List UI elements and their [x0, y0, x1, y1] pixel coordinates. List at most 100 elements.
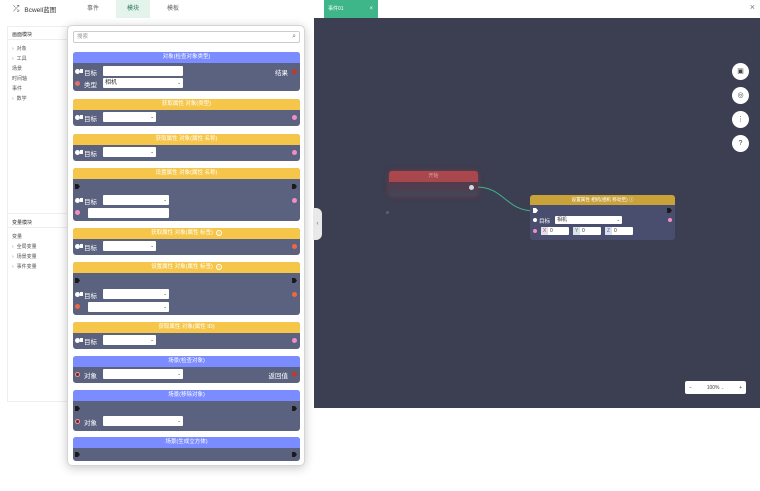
- search-icon[interactable]: ⌕: [292, 33, 296, 40]
- output-pin[interactable]: [292, 115, 297, 120]
- output-pin[interactable]: [292, 244, 297, 249]
- sidebar-item-scene-vars[interactable]: ›场景变量: [12, 254, 37, 260]
- help-icon[interactable]: ?: [215, 263, 222, 270]
- exec-in-pin[interactable]: [75, 184, 80, 189]
- node-card-get-tag[interactable]: 获取属性 对象(属性 标签)? 目标 ⌄: [73, 228, 300, 255]
- node-card-set-tag[interactable]: 设置属性 对象(属性 标签)? 目标 ⌄ ⌄: [73, 262, 300, 315]
- output-pin[interactable]: [668, 218, 672, 222]
- target-select[interactable]: ⌄: [103, 241, 156, 251]
- value-pin[interactable]: [75, 304, 80, 309]
- object-pin[interactable]: [75, 372, 80, 377]
- output-pin[interactable]: [292, 338, 297, 343]
- sidebar-item-math[interactable]: ›数学: [12, 96, 27, 102]
- exec-out-pin[interactable]: [292, 406, 297, 411]
- position-pin[interactable]: [533, 229, 537, 233]
- focus-button[interactable]: ◎: [732, 87, 749, 104]
- output-pin[interactable]: [292, 150, 297, 155]
- help-icon[interactable]: ⓘ: [628, 197, 634, 202]
- object-pin[interactable]: [75, 419, 80, 424]
- sidebar-item-timeline[interactable]: 时间轴: [12, 76, 28, 82]
- chevron-down-icon: ⌄: [163, 291, 167, 296]
- node-card-scene-create-cube[interactable]: 场景(生成立方体): [73, 437, 300, 461]
- sidebar-item-event-vars[interactable]: ›事件变量: [12, 264, 37, 270]
- target-pin[interactable]: [75, 338, 80, 343]
- target-pin[interactable]: [75, 69, 80, 74]
- output-pin[interactable]: [292, 198, 297, 203]
- target-pin[interactable]: [75, 292, 80, 297]
- node-card-get-id[interactable]: 获取属性 对象(属性 ID) 目标 ⌄: [73, 322, 300, 349]
- target-pin[interactable]: [75, 198, 80, 203]
- start-node[interactable]: 开始: [389, 171, 478, 196]
- target-select[interactable]: ⌄: [103, 195, 169, 205]
- help-icon[interactable]: ?: [215, 229, 222, 236]
- target-select[interactable]: ⌄: [103, 147, 156, 157]
- pin-arrow: [80, 338, 83, 342]
- sidebar-item-event[interactable]: 事件: [12, 86, 23, 92]
- target-select[interactable]: ⌄: [103, 112, 156, 122]
- help-button[interactable]: ?: [732, 135, 749, 152]
- exec-out-pin[interactable]: [292, 278, 297, 283]
- object-label: 对象: [84, 420, 97, 427]
- node-card-get-type[interactable]: 获取属性 对象(类型) 目标 ⌄: [73, 99, 300, 126]
- more-button[interactable]: ⋮: [732, 111, 749, 128]
- sidebar-item-scene[interactable]: 场景: [12, 66, 23, 72]
- window-close-icon[interactable]: ×: [749, 2, 755, 12]
- name-input[interactable]: [88, 208, 169, 218]
- sidebar-item-tools[interactable]: ›工具: [12, 56, 27, 62]
- target-select[interactable]: 相机⌄: [555, 216, 622, 224]
- target-select[interactable]: ⌄: [103, 289, 169, 299]
- start-node-exec-out[interactable]: [469, 185, 474, 190]
- node-card-get-name[interactable]: 获取属性 对象(属性 名称) 目标 ⌄: [73, 134, 300, 161]
- zoom-in-button[interactable]: +: [739, 384, 742, 391]
- result-pin[interactable]: [292, 69, 297, 74]
- target-pin[interactable]: [75, 115, 80, 120]
- exec-in-pin[interactable]: [75, 278, 80, 283]
- tab-events[interactable]: 事件: [86, 6, 99, 12]
- node-card-scene-check-object[interactable]: 场景(检查对象) 对象 ⌄ 返回值: [73, 356, 300, 383]
- object-select[interactable]: ⌄: [103, 416, 183, 426]
- target-pin[interactable]: [533, 218, 537, 222]
- tab-templates[interactable]: 模板: [166, 6, 179, 12]
- exec-out-pin[interactable]: [292, 452, 297, 457]
- layout-button[interactable]: ▣: [732, 63, 749, 80]
- type-select[interactable]: 相机⌄: [103, 78, 183, 88]
- exec-in-pin[interactable]: [75, 406, 80, 411]
- node-card-check-object-type[interactable]: 对象(检查对象类型) 目标 结果 类型 相机⌄: [73, 52, 300, 91]
- app-logo: ⤮ Bcwell蓝图: [13, 4, 56, 15]
- node-card-scene-remove-object[interactable]: 场景(移除对象) 对象 ⌄: [73, 390, 300, 431]
- node-card-title: 获取属性 对象(属性 标签)?: [73, 228, 300, 239]
- exec-out-pin[interactable]: [667, 208, 672, 213]
- canvas-tab-event01[interactable]: 事件01 ×: [324, 0, 378, 18]
- zoom-level-select[interactable]: 100% ⌄: [706, 384, 725, 391]
- type-pin[interactable]: [75, 81, 80, 86]
- pin-arrow: [80, 244, 83, 248]
- collapse-panel-handle[interactable]: ‹: [313, 208, 322, 240]
- output-pin[interactable]: [292, 292, 297, 297]
- target-input[interactable]: [103, 66, 183, 76]
- target-label: 目标: [84, 199, 97, 206]
- node-card-title: 设置属性 对象(属性 名称): [73, 168, 300, 179]
- tag-select[interactable]: ⌄: [88, 302, 169, 312]
- sidebar-item-object[interactable]: ›对象: [12, 46, 27, 52]
- close-icon[interactable]: ×: [369, 6, 373, 12]
- sidebar-item-global-vars[interactable]: ›全局变量: [12, 244, 37, 250]
- value-pin[interactable]: [75, 210, 80, 215]
- tab-modules[interactable]: 模块: [116, 0, 150, 18]
- target-label: 目标: [84, 339, 97, 346]
- target-pin[interactable]: [75, 244, 80, 249]
- exec-in-pin[interactable]: [533, 208, 538, 213]
- target-pin[interactable]: [75, 150, 80, 155]
- exec-out-pin[interactable]: [292, 184, 297, 189]
- node-card-set-name[interactable]: 设置属性 对象(属性 名称) 目标 ⌄: [73, 168, 300, 221]
- search-input[interactable]: [77, 32, 277, 42]
- target-select[interactable]: ⌄: [103, 335, 156, 345]
- return-pin[interactable]: [292, 372, 297, 377]
- zoom-out-button[interactable]: −: [689, 384, 692, 391]
- exec-in-pin[interactable]: [75, 452, 80, 457]
- object-select[interactable]: ⌄: [103, 369, 183, 379]
- target-label: 目标: [539, 219, 551, 225]
